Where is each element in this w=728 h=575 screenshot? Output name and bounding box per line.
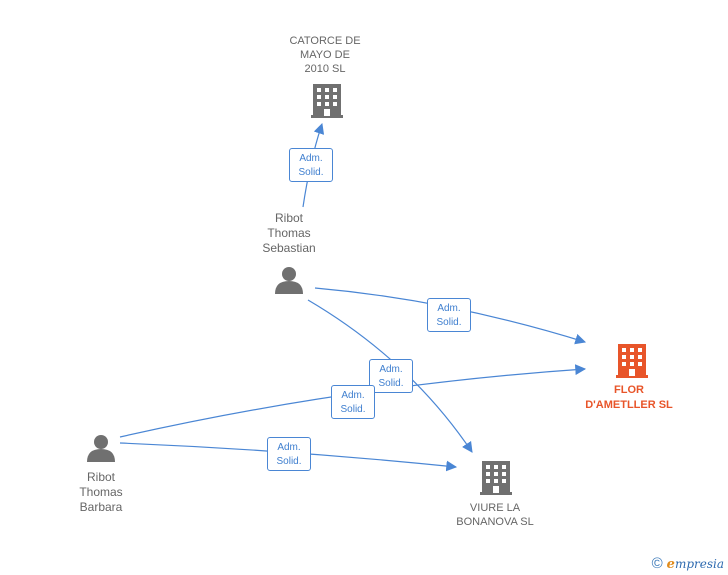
focus-building-icon[interactable] xyxy=(616,344,648,378)
edge-label-sebastian-viure: Adm. Solid. xyxy=(369,359,413,393)
person-label-sebastian[interactable]: Ribot Thomas Sebastian xyxy=(262,211,316,255)
edge-label-barbara-viure: Adm. Solid. xyxy=(267,437,311,471)
company-label-catorce[interactable]: CATORCE DE MAYO DE 2010 SL xyxy=(289,35,361,75)
person-icon[interactable] xyxy=(87,435,115,462)
company-label-flor[interactable]: FLOR D'AMETLLER SL xyxy=(585,384,673,411)
edge-label-barbara-flor: Adm. Solid. xyxy=(331,385,375,419)
company-label-viure[interactable]: VIURE LA BONANOVA SL xyxy=(456,502,534,528)
copyright-symbol: © xyxy=(651,555,663,572)
empresia-logo-initial: e xyxy=(666,557,675,572)
person-icon[interactable] xyxy=(275,267,303,294)
edge-label-sebastian-flor: Adm. Solid. xyxy=(427,298,471,332)
edge-label-sebastian-catorce: Adm. Solid. xyxy=(289,148,333,182)
building-icon[interactable] xyxy=(480,461,512,495)
empresia-logo-text: mpresia xyxy=(674,557,724,571)
empresia-watermark: ©empresia xyxy=(652,555,724,572)
person-label-barbara[interactable]: Ribot Thomas Barbara xyxy=(79,470,123,514)
building-icon[interactable] xyxy=(311,84,343,118)
